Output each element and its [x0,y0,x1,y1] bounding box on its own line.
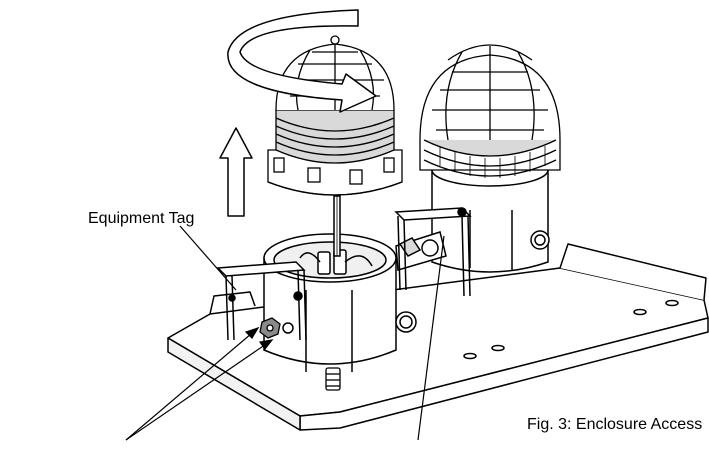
right-bracket [394,207,472,297]
left-bracket [216,261,307,341]
lift-arrow-icon [219,127,253,217]
leader-lines [125,225,445,441]
fastener-leader-2 [125,339,273,441]
junction-box [263,195,417,372]
figure-caption: Fig. 3: Enclosure Access [527,416,703,433]
rotate-arrow-icon [227,9,377,113]
equipment-tag-leader [179,225,237,291]
fastener-nut [259,317,281,339]
equipment-tag-label: Equipment Tag [88,210,195,227]
right-beacon [419,44,561,178]
bracket-leader [417,235,445,441]
fastener-leader-1 [125,327,259,441]
left-beacon [267,35,403,196]
cable-gland [325,367,341,391]
